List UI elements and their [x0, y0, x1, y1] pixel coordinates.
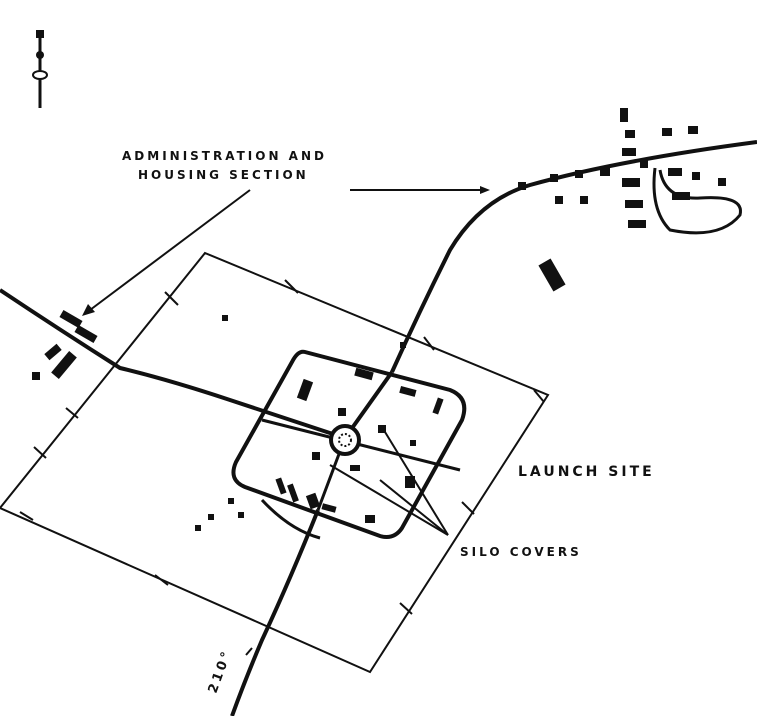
launch-site-boundary: [0, 251, 550, 674]
fence-ticks: [19, 279, 545, 615]
bearing-label: 210°: [206, 647, 236, 695]
admin-pointer-arrows: [82, 186, 490, 316]
silo-cover-icon: [329, 424, 361, 456]
silo-compound: [231, 349, 467, 539]
road-west: [0, 288, 346, 440]
west-buildings: [32, 310, 98, 380]
silo-pointer-lines: [329, 431, 449, 536]
north-arrow-icon: [32, 30, 48, 108]
admin-label-line2: HOUSING SECTION: [138, 168, 309, 182]
admin-label-line1: ADMINISTRATION AND: [122, 149, 327, 163]
road-northeast: [390, 140, 757, 373]
admin-buildings: [518, 108, 726, 292]
launch-site-label: LAUNCH SITE: [518, 464, 655, 480]
silo-covers-label: SILO COVERS: [460, 545, 582, 559]
road-south: [230, 509, 320, 716]
compound-buildings: [195, 315, 444, 531]
